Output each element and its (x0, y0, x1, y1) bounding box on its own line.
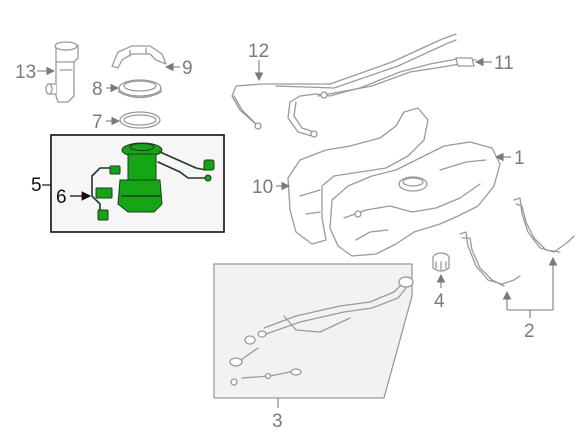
callout-5: 5 (31, 175, 42, 196)
part-1-fuel-tank[interactable] (329, 141, 501, 257)
part-7-seal[interactable] (119, 111, 161, 129)
callout-11: 11 (494, 53, 514, 74)
callout-1: 1 (514, 148, 525, 169)
part-10-tank-shield[interactable] (287, 107, 429, 245)
part-13-fuel-sender-unit[interactable] (45, 41, 79, 103)
callout-12: 12 (248, 41, 269, 62)
callout-2: 2 (524, 321, 535, 342)
callout-10: 10 (252, 177, 273, 198)
callout-3: 3 (272, 411, 283, 432)
part-8-lock-ring[interactable] (118, 79, 162, 99)
callout-9: 9 (182, 58, 193, 79)
part-5-fuel-pump-module[interactable] (117, 142, 215, 213)
callout-7: 7 (92, 112, 103, 133)
part-9-heat-shield[interactable] (111, 45, 167, 69)
part-4-fuel-cap[interactable] (432, 252, 450, 272)
part-3-filler-pipe[interactable] (229, 276, 414, 386)
part-2-tank-straps[interactable] (459, 197, 575, 287)
part-12-fuel-lines[interactable] (231, 33, 477, 138)
part-11-line-connector[interactable] (455, 57, 475, 67)
callout-8: 8 (92, 79, 103, 100)
callout-6: 6 (56, 187, 67, 208)
part-6-fuel-level-sensor[interactable] (91, 165, 121, 221)
callout-4: 4 (434, 291, 445, 312)
callout-13: 13 (15, 62, 36, 83)
